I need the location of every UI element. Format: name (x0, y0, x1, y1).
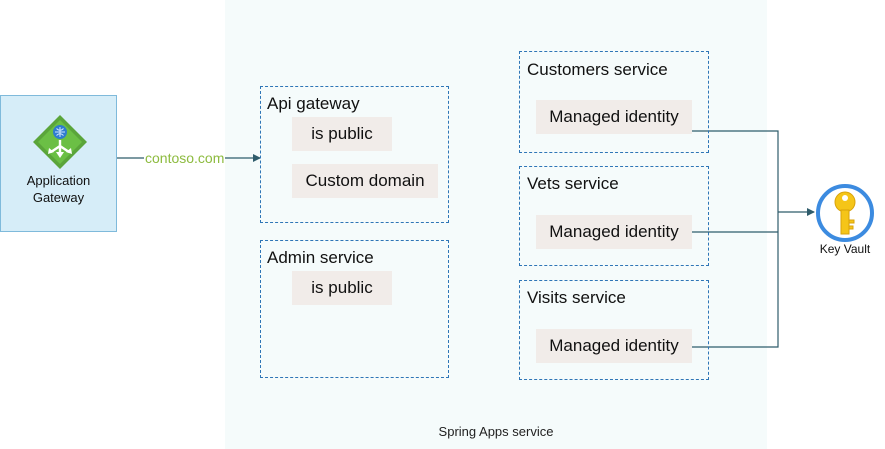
application-gateway-label-line1: Application (26, 173, 91, 188)
admin-service-box (260, 240, 449, 378)
application-gateway-label-line2: Gateway (32, 190, 85, 205)
api-gateway-box (260, 86, 449, 223)
vets-service-title: Vets service (527, 174, 619, 193)
visits-service-title: Visits service (527, 288, 626, 307)
identities-bus-connector (692, 130, 779, 348)
vets-managed-identity-chip: Managed identity (536, 215, 692, 249)
application-gateway-label: Application Gateway (0, 172, 117, 206)
customers-service-box (519, 51, 709, 153)
application-gateway-icon (33, 115, 87, 169)
customers-managed-identity-chip: Managed identity (536, 100, 692, 134)
api-gateway-custom-domain-chip: Custom domain (292, 164, 438, 198)
spring-apps-label: Spring Apps service (438, 424, 554, 439)
api-gateway-public-chip: is public (292, 117, 392, 151)
admin-service-title: Admin service (267, 248, 374, 267)
vets-service-box (519, 166, 709, 266)
customers-service-title: Customers service (527, 60, 668, 79)
key-vault-label: Key Vault (819, 242, 871, 256)
visits-managed-identity-chip: Managed identity (536, 329, 692, 363)
api-gateway-title: Api gateway (267, 94, 360, 113)
visits-service-box (519, 280, 709, 380)
domain-label: contoso.com (144, 150, 226, 166)
key-vault-icon (816, 184, 874, 242)
admin-service-public-chip: is public (292, 271, 392, 305)
